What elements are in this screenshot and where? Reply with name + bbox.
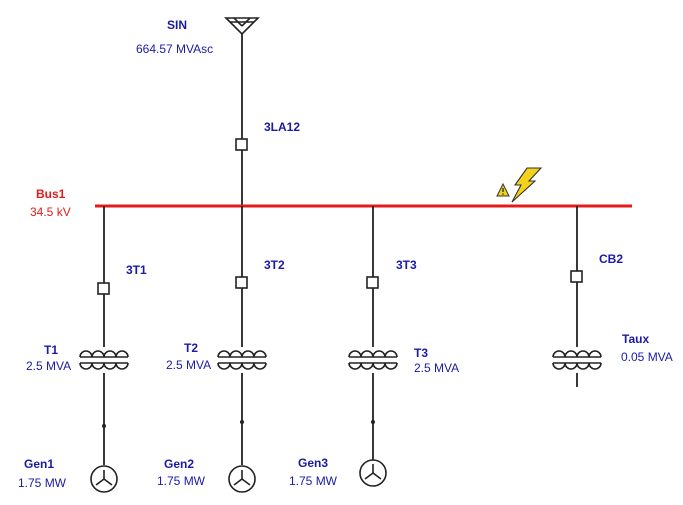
transformer-icon[interactable] [348,350,398,370]
generator-gen1-rating: 1.75 MW [18,476,67,490]
generator-icon[interactable] [228,465,256,493]
transformer-icon[interactable] [552,350,602,370]
transformer-taux-rating: 0.05 MVA [621,350,673,364]
breaker-cb2-label: CB2 [599,252,624,266]
transformer-icon[interactable] [217,350,267,370]
source-name-label: SIN [167,18,188,32]
connection-node [102,424,106,428]
breaker-3t2-label: 3T2 [264,258,285,272]
transformer-t1-rating: 2.5 MVA [26,359,72,373]
generator-gen3-rating: 1.75 MW [289,474,338,488]
transformer-t3-rating: 2.5 MVA [414,361,460,375]
transformer-t3-name: T3 [414,346,429,360]
breaker-3t1-label: 3T1 [126,263,147,277]
utility-source-icon[interactable] [224,17,260,36]
generator-gen1-name: Gen1 [24,457,55,471]
transformer-taux-name: Taux [622,332,650,346]
generator-icon[interactable] [359,459,387,487]
generator-gen2-name: Gen2 [164,457,195,471]
source-capacity-label: 664.57 MVAsc [136,42,214,56]
generator-icon[interactable] [90,465,118,493]
breaker-3t3-label: 3T3 [396,258,417,272]
breaker-3t2[interactable] [235,276,248,289]
generator-gen3-name: Gen3 [298,456,329,470]
breaker-3t1[interactable] [97,282,110,295]
breaker-3la12[interactable] [235,138,248,151]
breaker-cb2[interactable] [570,270,583,283]
bus-name-label: Bus1 [36,187,66,201]
connection-node [240,420,244,424]
bus-voltage-label: 34.5 kV [30,205,71,219]
breaker-3la12-label: 3LA12 [264,120,301,134]
connection-node [371,420,375,424]
transformer-t2-name: T2 [184,341,199,355]
generator-gen2-rating: 1.75 MW [157,474,206,488]
transformer-t2-rating: 2.5 MVA [166,358,212,372]
fault-icon[interactable] [496,167,543,203]
breaker-3t3[interactable] [366,276,379,289]
transformer-icon[interactable] [79,350,129,370]
transformer-t1-name: T1 [44,343,59,357]
